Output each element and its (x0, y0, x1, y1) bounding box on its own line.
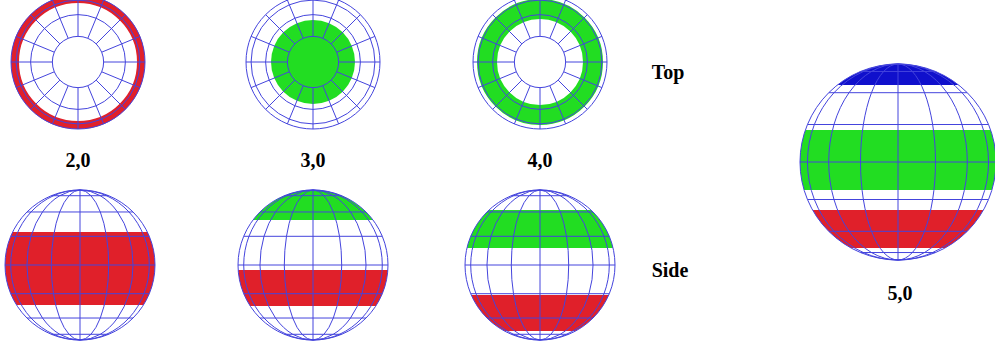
grid-line (550, 0, 566, 38)
grid-line (96, 15, 125, 44)
grid-line (11, 62, 52, 63)
grid-line (564, 72, 602, 88)
grid-line (331, 80, 360, 109)
side-view-2-0 (0, 232, 200, 305)
grid-line (331, 15, 360, 44)
grid-line (514, 86, 530, 124)
grid-line (514, 0, 530, 38)
grid-line (11, 190, 150, 340)
grid-line (102, 36, 140, 52)
grid-line (284, 190, 341, 340)
grid-line (11, 0, 145, 129)
grid-line (323, 86, 339, 124)
grid-line (337, 36, 375, 52)
grid-line (52, 0, 68, 38)
grid-line (861, 64, 936, 260)
grid-line (88, 0, 104, 38)
mode-label: 5,0 (888, 283, 913, 303)
top-view-2-0 (11, 0, 145, 129)
grid-line (473, 0, 607, 129)
grid-line (238, 190, 388, 340)
grid-line (266, 15, 295, 44)
grid-line (51, 190, 108, 340)
top-view-4-0 (473, 0, 607, 129)
sphere-grid (5, 0, 995, 340)
grid-line (829, 64, 968, 260)
grid-line (52, 86, 68, 124)
grid-line (540, 190, 541, 340)
grid-line (27, 190, 133, 340)
grid-line (5, 190, 155, 340)
grid-line (471, 190, 610, 340)
grid-line (478, 36, 516, 52)
grid-line (478, 72, 516, 88)
grid-line (96, 80, 125, 109)
side-view-3-0 (230, 185, 400, 306)
grid-line (78, 88, 79, 129)
grid-line (800, 64, 995, 260)
grid-line (31, 80, 60, 109)
grid-line (493, 80, 522, 109)
grid-line (566, 62, 607, 63)
grid-line (511, 190, 568, 340)
grid-line (540, 0, 541, 36)
grid-line (16, 36, 54, 52)
grid-line (898, 64, 899, 260)
grid-line (16, 72, 54, 88)
grid-line (313, 190, 314, 340)
grid-line (514, 36, 565, 87)
grid-line (540, 88, 541, 129)
grid-line (313, 88, 314, 129)
grid-line (313, 0, 314, 36)
side-view-4-0 (460, 210, 630, 331)
grid-line (244, 190, 383, 340)
grid-line (102, 72, 140, 88)
grid-line (88, 86, 104, 124)
grid-line (246, 0, 380, 129)
grid-line (287, 86, 303, 124)
grid-line (104, 62, 145, 63)
grid-line (558, 15, 587, 44)
mode-label: 4,0 (528, 150, 553, 170)
view-label: Side (652, 260, 689, 280)
grid-line (564, 36, 602, 52)
grid-line (558, 80, 587, 109)
grid-line (80, 190, 81, 340)
mode-label: 2,0 (66, 150, 91, 170)
grid-line (266, 80, 295, 109)
grid-line (260, 190, 366, 340)
grid-line (323, 0, 339, 38)
mode-label: 3,0 (301, 150, 326, 170)
sphere-5-0 (790, 55, 995, 248)
grid-line (473, 62, 514, 63)
grid-line (287, 0, 303, 38)
grid-line (337, 72, 375, 88)
grid-line (251, 72, 289, 88)
grid-line (487, 190, 593, 340)
grid-line (251, 36, 289, 52)
top-view-3-0 (246, 0, 380, 129)
grid-line (465, 190, 615, 340)
grid-line (550, 86, 566, 124)
grid-line (339, 62, 380, 63)
grid-line (52, 36, 103, 87)
grid-line (31, 15, 60, 44)
grid-line (493, 15, 522, 44)
grid-line (807, 64, 988, 260)
grid-line (78, 0, 79, 36)
grid-line (287, 36, 338, 87)
view-label: Top (652, 62, 685, 82)
grid-line (246, 62, 287, 63)
